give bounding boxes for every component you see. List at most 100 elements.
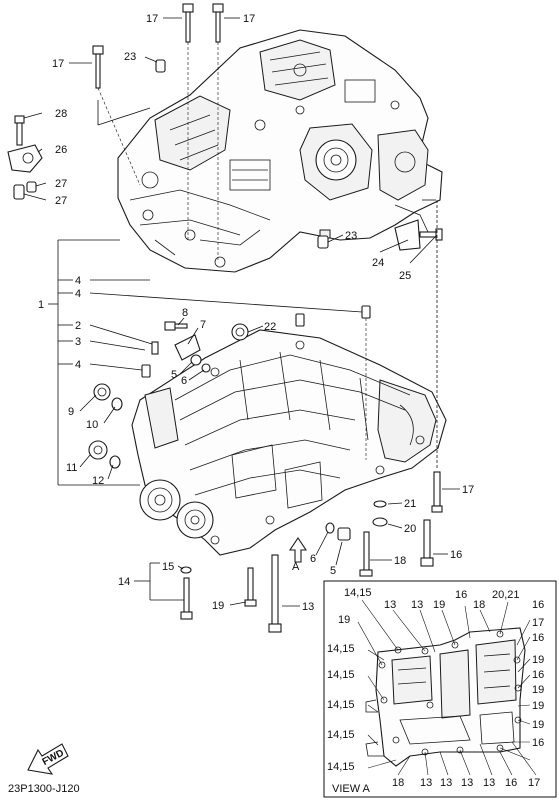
- fwd-arrow: FWD: [27, 743, 69, 775]
- view-a-label-b2: 18: [392, 777, 404, 789]
- callout-20: 20: [404, 523, 416, 535]
- view-a-label-b1: 14,15: [327, 761, 355, 773]
- dowel-2: [151, 341, 159, 355]
- callout-26: 26: [55, 144, 67, 156]
- upper-crankcase: [117, 29, 443, 273]
- bolt-28: [14, 115, 25, 146]
- view-a-label-t1: 14,15: [344, 587, 372, 599]
- callout-16-a: 16: [450, 549, 462, 561]
- callout-27-b: 27: [55, 195, 67, 207]
- plug-9-10: [93, 383, 123, 411]
- plug-5-6-right: [325, 522, 351, 541]
- view-a-label-b6: 13: [483, 777, 495, 789]
- diagram-code: 23P1300-J120: [8, 783, 80, 795]
- callout-22: 22: [264, 321, 276, 333]
- bolt-18: [359, 531, 373, 577]
- callout-28: 28: [55, 108, 67, 120]
- callout-23-b: 23: [345, 230, 357, 242]
- view-a-label-b3: 13: [420, 777, 432, 789]
- plate-7: [174, 334, 201, 361]
- dowel-23-right: [317, 235, 329, 249]
- bolt-19: [244, 567, 257, 607]
- callout-4-a: 4: [75, 275, 81, 287]
- callout-19: 19: [212, 600, 224, 612]
- callout-18: 18: [394, 555, 406, 567]
- callout-14: 14: [118, 576, 130, 588]
- view-a-label-l3: 14,15: [327, 669, 355, 681]
- view-a-inset: 14,15 13 13 19 16 18 20,21 16 17 16 16 1…: [323, 580, 557, 798]
- lower-crankcase: [131, 329, 447, 556]
- bracket-26: [7, 144, 43, 173]
- bolt-8: [164, 321, 188, 331]
- bolt-17-top-b: [212, 3, 224, 260]
- callout-6-a: 6: [181, 375, 187, 387]
- callout-21: 21: [404, 498, 416, 510]
- callout-3: 3: [75, 336, 81, 348]
- view-a-label-t6: 18: [473, 599, 485, 611]
- callout-17-d: 17: [462, 484, 474, 496]
- view-a-label-r1: 17: [532, 617, 544, 629]
- view-a-label-t7: 20,21: [492, 589, 520, 601]
- arrow-a: [288, 537, 308, 563]
- callout-15: 15: [162, 561, 174, 573]
- callout-12: 12: [92, 475, 104, 487]
- bolt-17-right: [431, 471, 443, 513]
- view-a-leaders: [357, 599, 537, 776]
- callout-labels: 17 17 17 23 28 26 27 27 23 24 25 1 4 4 2…: [38, 13, 474, 613]
- dowel-23-top: [155, 59, 166, 73]
- bolt-17-top-a: [182, 3, 194, 240]
- callout-8: 8: [182, 307, 188, 319]
- washer-20-21: [372, 500, 388, 527]
- bolt-16-right: [420, 519, 434, 567]
- view-a-label-r5: 19: [532, 684, 544, 696]
- collar-27: [13, 181, 37, 200]
- callout-13: 13: [302, 601, 314, 613]
- callout-5-a: 5: [171, 369, 177, 381]
- view-a-label-t3: 13: [411, 599, 423, 611]
- view-a-label-t8: 16: [532, 599, 544, 611]
- dowel-4-a: [141, 364, 151, 378]
- view-a-title: VIEW A: [332, 783, 371, 795]
- callout-10: 10: [86, 419, 98, 431]
- callout-9: 9: [68, 406, 74, 418]
- view-a-label-r3: 16: [532, 669, 544, 681]
- view-a-label-r6: 19: [532, 700, 544, 712]
- callout-6-b: 6: [310, 553, 316, 565]
- callout-17-b: 17: [243, 13, 255, 25]
- view-a-label-r7: 16: [532, 737, 544, 749]
- view-a-label-r2: 16: [532, 632, 544, 644]
- view-a-label-l2: 14,15: [327, 643, 355, 655]
- plug-22: [231, 323, 249, 341]
- callout-2: 2: [75, 320, 81, 332]
- arrow-a-label: A: [292, 561, 300, 573]
- view-a-label-l4: 14,15: [327, 699, 355, 711]
- callout-4-b: 4: [75, 288, 81, 300]
- view-a-label-t2: 13: [384, 599, 396, 611]
- view-a-label-r8: 19: [532, 719, 544, 731]
- callout-17-a: 17: [146, 13, 158, 25]
- bolt-14-15: [180, 566, 193, 620]
- view-a-label-b5: 13: [461, 777, 473, 789]
- view-a-label-b4: 13: [440, 777, 452, 789]
- callout-24: 24: [372, 257, 384, 269]
- view-a-label-l5: 14,15: [327, 729, 355, 741]
- callout-25: 25: [399, 270, 411, 282]
- bolt-13: [268, 554, 282, 633]
- view-a-label-t4: 19: [433, 599, 445, 611]
- leader-lines: [23, 17, 460, 607]
- view-a-label-r4: 19: [532, 654, 544, 666]
- view-a-label-b8: 17: [528, 777, 540, 789]
- callout-5-b: 5: [330, 565, 336, 577]
- plug-5-6-left: [190, 354, 211, 373]
- callout-4-c: 4: [75, 359, 81, 371]
- breather-24-25: [394, 219, 443, 251]
- view-a-label-t5: 16: [455, 589, 467, 601]
- callout-23-a: 23: [124, 51, 136, 63]
- bolt-17-left: [92, 45, 141, 186]
- plug-11-12: [88, 440, 121, 469]
- dowel-4-b: [295, 313, 305, 327]
- view-a-label-b7: 16: [505, 777, 517, 789]
- callout-11: 11: [66, 462, 77, 474]
- callout-1: 1: [38, 299, 44, 311]
